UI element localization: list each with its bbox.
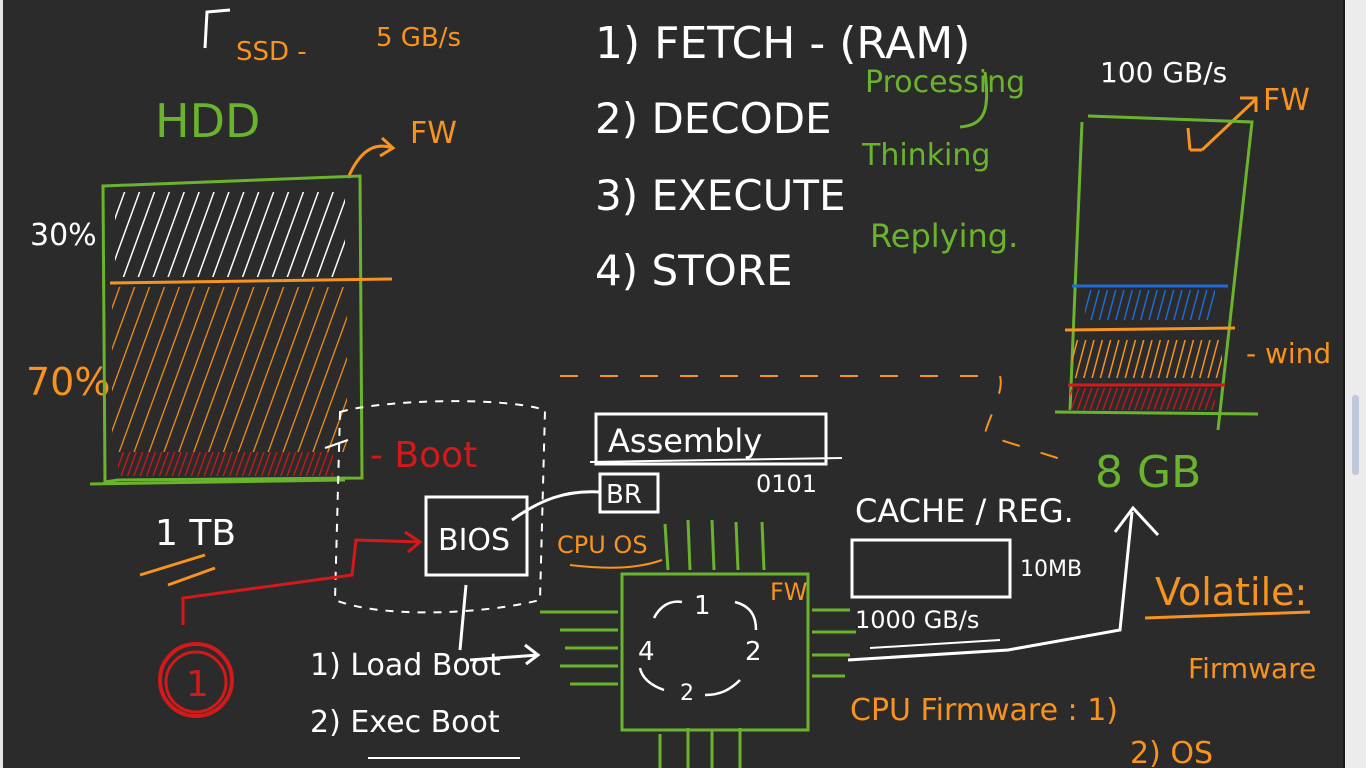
ram-diagram: 100 GB/s FW - wind 8 GB [1054, 56, 1331, 498]
cache-size: 10MB [1020, 557, 1082, 582]
ram-frame [1068, 114, 1254, 431]
cpu-os-underline [569, 559, 663, 569]
bios-box [424, 495, 529, 577]
window-left-edge [0, 0, 3, 768]
scrollbar-thumb[interactable] [1352, 395, 1359, 475]
cache-to-ram-arrow [847, 505, 1160, 662]
hdd-title: HDD [155, 94, 260, 148]
hdd-boot-pointer [324, 439, 349, 449]
cpu-os-label: CPU OS [557, 531, 648, 559]
cpu-chip [620, 572, 810, 732]
cache-area: CACHE / REG. 10MB 1000 GB/s [847, 492, 1160, 662]
os-label: 2) OS [1130, 736, 1213, 768]
cpu-cycle-2: 2 [745, 637, 762, 667]
boot-area: BIOS 1 1) Load Boot 2) Exec Boot [158, 400, 601, 759]
ssd-speed: 5 GB/s [376, 23, 461, 53]
hdd-bottom-line [89, 478, 346, 486]
ram-speed: 100 GB/s [1100, 56, 1227, 89]
ram-corner [1186, 127, 1192, 151]
cycle-execute: 3) EXECUTE [595, 171, 846, 220]
boot-red-circle [158, 642, 234, 718]
hdd-os-fill [112, 287, 347, 452]
hdd-boot-label: - Boot [370, 435, 477, 476]
hdd-pct-os: 70% [26, 360, 110, 404]
assembly-box-underline [589, 457, 843, 463]
cpu-cycle-3: 2 [680, 681, 694, 706]
hdd-size: 1 TB [155, 513, 236, 554]
hdd-size-underline [139, 553, 216, 587]
ram-orange-fill [1072, 340, 1222, 378]
cache-box [850, 538, 1012, 599]
cpu-pins [540, 519, 856, 768]
hdd-fw-label: FW [410, 116, 457, 151]
ram-red-fill [1070, 388, 1215, 410]
instruction-cycle: 1) FETCH - (RAM) 2) DECODE 3) EXECUTE 4)… [595, 18, 1025, 295]
bios-to-br-line [511, 490, 601, 522]
cpu-firmware-label: CPU Firmware : 1) [850, 693, 1118, 728]
hdd-pct-used: 30% [30, 218, 97, 253]
boot-red-circle-inner [164, 650, 228, 714]
ssd-bracket [203, 8, 231, 49]
load-boot-text: 1) Load Boot [310, 648, 501, 683]
ram-orange-line [1064, 326, 1236, 332]
ssd-label: SSD - [236, 37, 307, 67]
exec-boot-text: 2) Exec Boot [310, 705, 500, 740]
cpu-cycle-arrows [638, 600, 758, 697]
cache-title: CACHE / REG. [855, 492, 1074, 530]
cache-underline [869, 639, 1001, 649]
ram-blue-fill [1085, 290, 1215, 320]
thinking-note: Thinking [861, 138, 990, 173]
cycle-store: 4) STORE [595, 246, 793, 295]
cpu-cycle-4: 4 [638, 637, 655, 667]
replying-note: Replying. [870, 217, 1018, 255]
cpu-area: Assembly BR 0101 CPU OS FW 1 [540, 412, 856, 768]
assembly-label: Assembly [608, 422, 762, 460]
hdd-frame [101, 174, 364, 484]
boot-red-marker: 1 [186, 664, 209, 705]
ram-wind-label: - wind [1246, 337, 1331, 370]
br-label: BR [606, 480, 642, 510]
hdd-divider [109, 277, 393, 285]
hdd-boot-fill [118, 452, 333, 476]
load-boot-arrow [458, 584, 541, 666]
volatile-notes: Volatile: Firmware CPU Firmware : 1) 2) … [850, 570, 1316, 768]
cpu-cycle-1: 1 [694, 591, 711, 621]
bios-label: BIOS [438, 523, 510, 558]
volatile-label: Volatile: [1155, 570, 1307, 614]
cycle-decode: 2) DECODE [595, 94, 832, 143]
processing-bracket [959, 71, 989, 129]
dashed-separator [560, 375, 1071, 463]
cycle-fetch: 1) FETCH - (RAM) [595, 18, 970, 69]
firmware-label: Firmware [1188, 652, 1316, 685]
hdd-used-fill [115, 192, 345, 277]
br-box [598, 472, 660, 514]
ssd-note: SSD - 5 GB/s [203, 8, 461, 67]
bios-dashed-border [333, 400, 547, 614]
assembly-box [594, 412, 828, 466]
ram-fw-label: FW [1263, 83, 1310, 118]
hdd-diagram: HDD FW 30% 70% 1 TB - Boot [26, 94, 477, 587]
ram-fw-arrow [1190, 96, 1258, 152]
ram-size: 8 GB [1095, 447, 1201, 498]
ram-bottom-line [1054, 410, 1259, 416]
hdd-fw-arrow [346, 136, 396, 179]
binary-label: 0101 [756, 470, 817, 498]
right-scrollbar-track[interactable] [1343, 0, 1366, 768]
cpu-fw-label: FW [770, 578, 808, 606]
processing-note: Processing [865, 65, 1025, 100]
boot-red-path [181, 530, 423, 625]
cache-speed: 1000 GB/s [855, 606, 979, 634]
volatile-underline [1144, 610, 1311, 620]
